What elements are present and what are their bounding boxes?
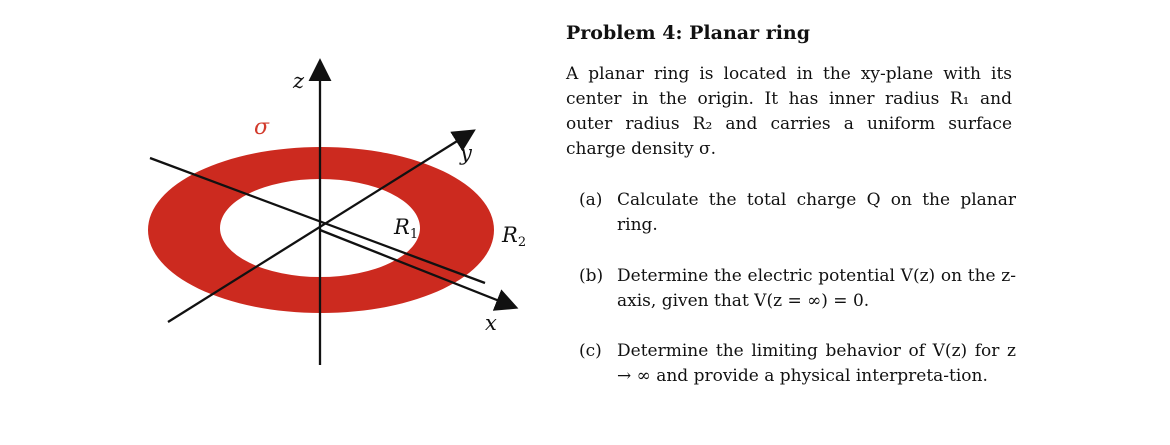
planar-ring-figure: z y x σ R1 R2 xyxy=(130,40,526,380)
problem-title: Problem 4: Planar ring xyxy=(566,22,811,44)
subquestion-c-mark: (c) xyxy=(579,341,602,361)
x-axis-label: x xyxy=(485,311,497,335)
subquestion-a-text: Calculate the total charge Q on the plan… xyxy=(617,190,1016,235)
problem-description: A planar ring is located in the xy-plane… xyxy=(566,64,1012,159)
subquestion-b: (b) Determine the electric potential V(z… xyxy=(566,264,1016,314)
r1-label: R1 xyxy=(393,215,418,242)
subquestion-b-text: Determine the electric potential V(z) on… xyxy=(617,266,1016,311)
r2-label: R2 xyxy=(501,223,526,250)
y-axis-label: y xyxy=(459,141,473,165)
sigma-label: σ xyxy=(254,115,270,140)
x-axis xyxy=(319,228,519,311)
z-axis-label: z xyxy=(292,69,305,93)
problem-text-panel: Problem 4: Planar ring A planar ring is … xyxy=(566,20,1016,389)
subquestion-c: (c) Determine the limiting behavior of V… xyxy=(566,339,1016,389)
axis-line-left xyxy=(149,156,486,285)
subquestion-a: (a) Calculate the total charge Q on the … xyxy=(566,188,1016,238)
ring-diagram: z y x σ R1 R2 xyxy=(147,58,526,365)
y-axis xyxy=(167,129,476,323)
subquestion-a-mark: (a) xyxy=(579,190,603,210)
subquestion-c-text: Determine the limiting behavior of V(z) … xyxy=(617,341,1016,386)
subquestion-b-mark: (b) xyxy=(579,266,604,286)
